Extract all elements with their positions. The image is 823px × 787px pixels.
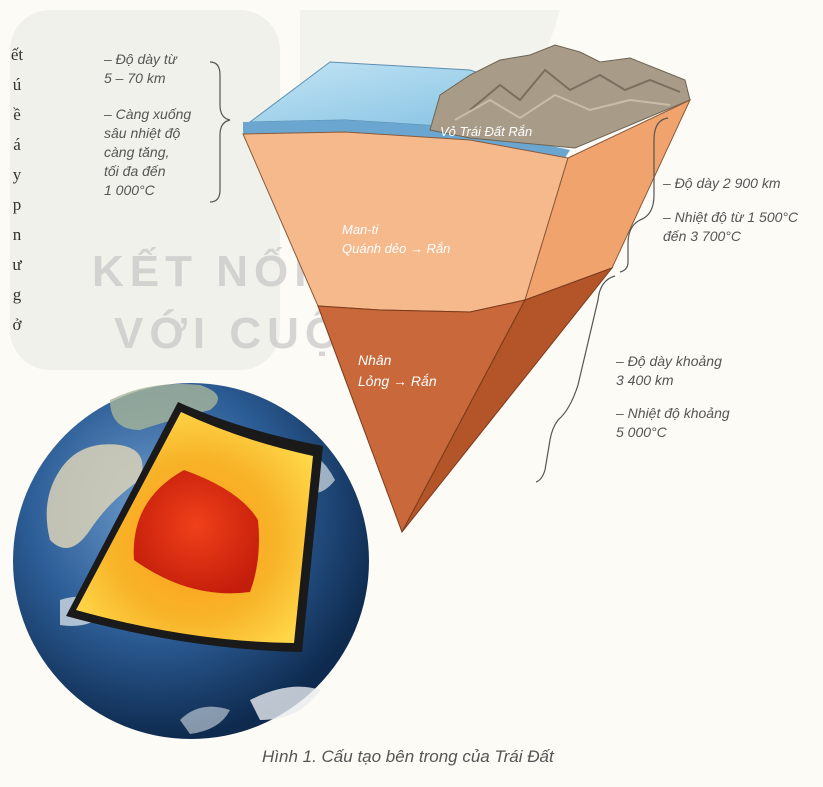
mantle-temperature-note: – Nhiệt độ từ 1 500°C đến 3 700°C (663, 208, 798, 246)
margin-char: p (8, 190, 26, 220)
margin-char: á (8, 130, 26, 160)
crust-thickness-note: – Độ dày từ 5 – 70 km (104, 50, 177, 88)
mantle-label-1: Man-ti (342, 222, 379, 237)
margin-char: ề (8, 100, 26, 130)
margin-char: g (8, 280, 26, 310)
cropped-margin-text: ết ú ề á y p n ư g ở (8, 40, 26, 340)
figure-caption: Hình 1. Cấu tạo bên trong của Trái Đất (262, 747, 554, 767)
mantle-thickness-note: – Độ dày 2 900 km (663, 174, 781, 193)
margin-char: ết (8, 40, 26, 70)
margin-char: y (8, 160, 26, 190)
core-thickness-note: – Độ dày khoảng 3 400 km (616, 352, 722, 390)
core-label-2: Lỏng → Rắn (358, 373, 437, 389)
mantle-label-2: Quánh dẻo → Rắn (342, 241, 450, 256)
margin-char: ở (8, 310, 26, 340)
margin-char: ú (8, 70, 26, 100)
crust-temperature-note: – Càng xuống sâu nhiệt độ càng tăng, tối… (104, 105, 191, 200)
margin-char: n (8, 220, 26, 250)
margin-char: ư (8, 250, 26, 280)
earth-globe (13, 383, 369, 739)
crust-label: Vỏ Trái Đất Rắn (440, 124, 532, 139)
core-temperature-note: – Nhiệt độ khoảng 5 000°C (616, 404, 730, 442)
core-label-1: Nhân (358, 352, 392, 368)
